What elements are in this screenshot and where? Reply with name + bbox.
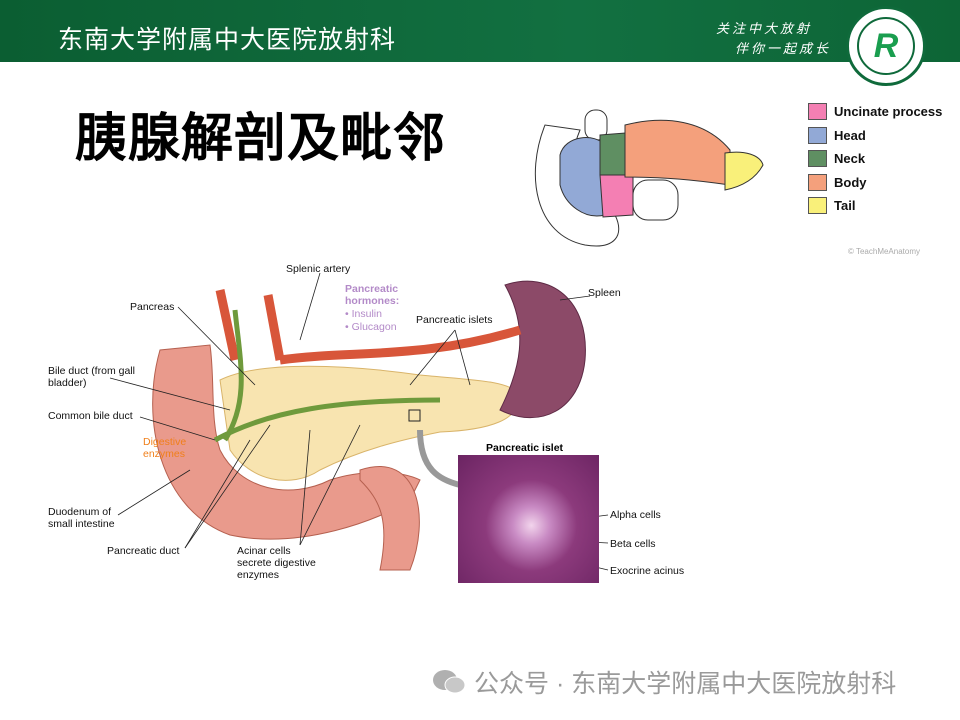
legend-item-neck: Neck	[808, 147, 942, 171]
header-title: 东南大学附属中大医院放射科	[58, 25, 397, 54]
label-acinar-cells: Acinar cells secrete digestive enzymes	[237, 545, 316, 581]
header-banner: 东南大学附属中大医院放射科 关注中大放射 伴你一起成长	[0, 0, 960, 62]
legend-item-body: Body	[808, 171, 942, 195]
label-pancreatic-duct: Pancreatic duct	[107, 545, 180, 557]
legend-item-head: Head	[808, 124, 942, 148]
label-insulin: • Insulin	[345, 308, 382, 320]
label-common-bile-duct: Common bile duct	[48, 410, 133, 422]
label-bile-duct: Bile duct (from gall bladder)	[48, 365, 135, 389]
footer-text: 公众号 · 东南大学附属中大医院放射科	[474, 670, 897, 698]
label-beta-cells: Beta cells	[610, 538, 656, 550]
legend: Uncinate process Head Neck Body Tail	[808, 100, 942, 218]
islet-micrograph	[458, 455, 599, 583]
islet-title: Pancreatic islet	[486, 442, 564, 454]
slogan-line-1: 关注中大放射	[716, 22, 813, 37]
image-credit: © TeachMeAnatomy	[848, 247, 921, 256]
label-alpha-cells: Alpha cells	[610, 509, 661, 521]
slide-title: 胰腺解剖及毗邻	[75, 109, 447, 169]
label-glucagon: • Glucagon	[345, 321, 397, 333]
legend-item-tail: Tail	[808, 194, 942, 218]
pancreas-regions-illustration	[534, 109, 764, 247]
footer-watermark: 公众号 · 东南大学附属中大医院放射科	[432, 664, 896, 700]
slogan-line-2: 伴你一起成长	[735, 42, 832, 57]
label-exocrine-acinus: Exocrine acinus	[610, 565, 685, 577]
wechat-icon	[433, 670, 466, 694]
legend-item-uncinate: Uncinate process	[808, 100, 942, 124]
label-duodenum: Duodenum of small intestine	[48, 506, 115, 530]
label-splenic-artery: Splenic artery	[286, 263, 351, 275]
label-digestive-enzymes: Digestive enzymes	[143, 436, 187, 460]
label-spleen: Spleen	[588, 287, 621, 299]
label-hormones: Pancreatic hormones:	[345, 283, 400, 307]
label-islets: Pancreatic islets	[416, 314, 493, 326]
label-pancreas: Pancreas	[130, 301, 175, 313]
hospital-logo: R	[846, 6, 926, 86]
